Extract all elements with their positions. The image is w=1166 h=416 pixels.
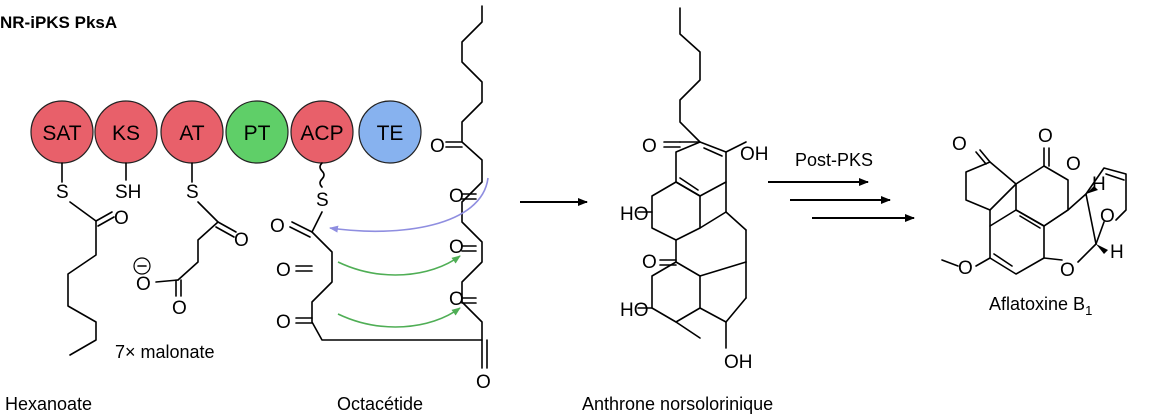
ks-thiol: SH <box>115 162 141 203</box>
aflatoxin-label: Aflatoxine B1 <box>989 294 1092 318</box>
oxygen-atom: O <box>449 186 464 207</box>
oxygen-atom: O <box>642 136 657 157</box>
hydroxyl-group: OH <box>740 144 769 165</box>
stereo-wedge <box>1086 186 1098 194</box>
oxygen-atom: O <box>449 237 464 258</box>
oxygen-atom: O <box>642 252 657 273</box>
oxygen-atom: O <box>952 134 967 155</box>
anthrone-label: Anthrone norsolorinique <box>582 394 773 414</box>
oxygen-atom: O <box>1100 206 1115 227</box>
domain-pt: PT <box>225 100 289 164</box>
aflatoxin-structure: O O O O O O H H <box>941 126 1127 281</box>
oxygen-atom: O <box>136 274 151 295</box>
oxygen-atom: O <box>958 258 973 279</box>
sulfur-atom: S <box>186 182 199 203</box>
negative-charge-icon <box>133 257 151 275</box>
oxygen-atom: O <box>270 216 285 237</box>
hydrogen-atom: H <box>1110 242 1124 263</box>
svg-text:SAT: SAT <box>42 122 81 145</box>
svg-text:TE: TE <box>377 122 404 145</box>
pks-domains: SAT KS AT PT ACP TE <box>30 100 422 164</box>
aflatoxin-subscript: 1 <box>1085 303 1092 318</box>
oxygen-atom: O <box>114 208 129 229</box>
hydroxyl-group: HO <box>620 300 649 321</box>
oxygen-atom: O <box>276 312 291 333</box>
oxygen-atom: O <box>276 260 291 281</box>
oxygen-atom: O <box>1038 126 1053 147</box>
sulfur-atom: S <box>316 190 329 211</box>
domain-at: AT <box>160 100 224 164</box>
svg-text:PT: PT <box>244 122 271 145</box>
domain-te: TE <box>358 100 422 164</box>
sulfur-atom: S <box>56 182 69 203</box>
domain-ks: KS <box>94 100 158 164</box>
aflatoxin-name: Aflatoxine B <box>989 294 1085 314</box>
svg-text:AT: AT <box>179 122 204 145</box>
oxygen-atom: O <box>172 298 187 319</box>
stereo-wedge <box>1096 244 1108 254</box>
hydroxyl-group: HO <box>620 204 649 225</box>
malonyl-structure: S O O O <box>133 162 249 319</box>
hexanoate-label: Hexanoate <box>5 394 92 414</box>
anthrone-structure: O OH HO O HO OH <box>620 7 769 373</box>
domain-acp: ACP <box>290 100 354 164</box>
cyclization-arrow <box>337 307 461 328</box>
svg-text:KS: KS <box>112 122 140 145</box>
octacetide-structure: S O O O O O O O O <box>270 5 491 393</box>
svg-text:ACP: ACP <box>300 122 343 145</box>
oxygen-atom: O <box>1066 154 1081 175</box>
oxygen-atom: O <box>449 289 464 310</box>
malonate-label: 7× malonate <box>115 342 215 362</box>
chain-transfer-arrow <box>329 177 489 233</box>
oxygen-atom: O <box>1060 260 1075 281</box>
hydroxyl-group: OH <box>724 352 753 373</box>
cyclization-arrow <box>337 255 461 276</box>
hexanoate-structure: S O <box>56 162 129 356</box>
oxygen-atom: O <box>476 372 491 393</box>
hydrogen-atom: H <box>1092 174 1106 195</box>
octacetide-label: Octacétide <box>337 394 423 414</box>
domain-sat: SAT <box>30 100 94 164</box>
oxygen-atom: O <box>234 230 249 251</box>
post-pks-label: Post-PKS <box>795 150 873 170</box>
oxygen-atom: O <box>430 136 445 157</box>
thiol-group: SH <box>115 182 141 203</box>
scheme-title: NR-iPKS PksA <box>0 13 117 32</box>
